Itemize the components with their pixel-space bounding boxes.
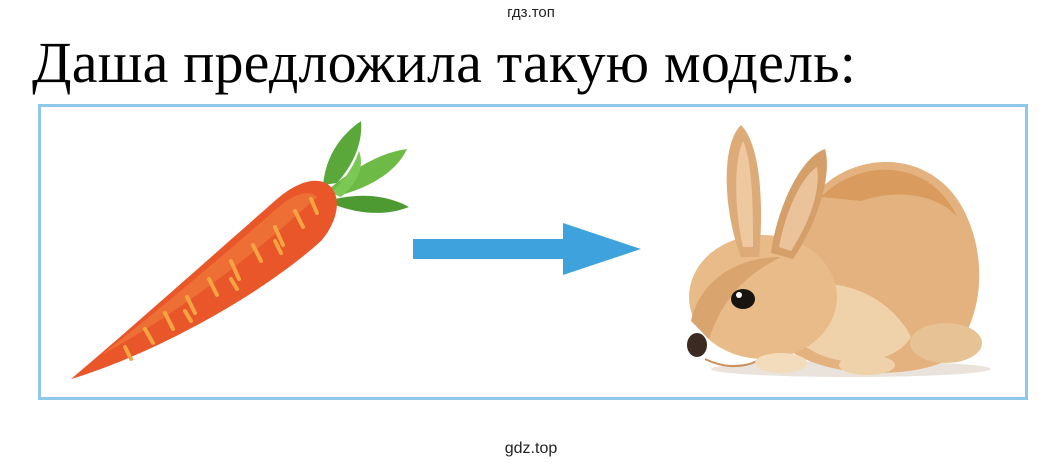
watermark-top: гдз.топ — [507, 4, 555, 21]
page-title: Даша предложила такую модель: — [32, 30, 857, 95]
arrow-right-icon — [413, 223, 641, 275]
model-illustration — [38, 104, 1028, 400]
rabbit-icon — [687, 125, 991, 377]
carrot-icon — [71, 121, 409, 379]
watermark-bottom: gdz.top — [504, 440, 558, 457]
